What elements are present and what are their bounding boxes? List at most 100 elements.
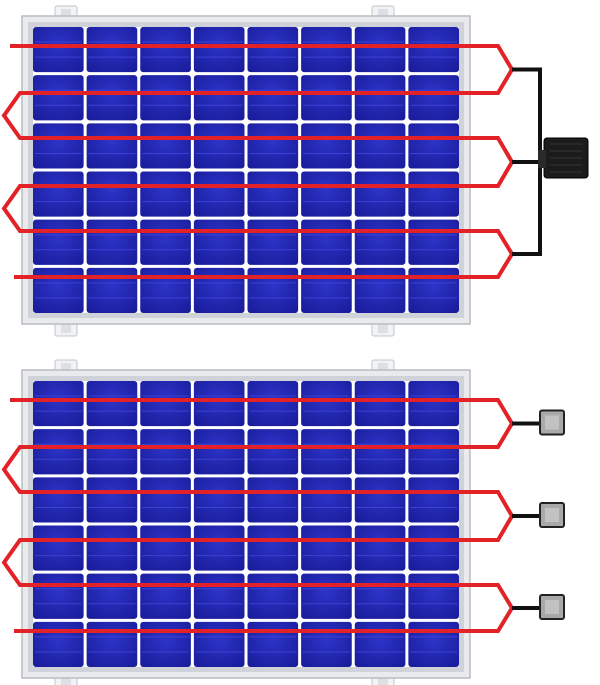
solar-cell xyxy=(193,525,245,571)
mounting-clip-slot xyxy=(61,363,71,375)
solar-cell xyxy=(301,267,352,313)
junction-box-connector xyxy=(538,150,546,168)
mounting-clip-slot xyxy=(378,321,388,333)
solar-cell xyxy=(33,621,84,667)
solar-cell xyxy=(140,621,191,667)
solar-cell xyxy=(33,477,84,523)
solar-cell xyxy=(33,123,84,169)
solar-cell xyxy=(408,75,459,121)
solar-cell xyxy=(247,621,299,667)
solar-cell xyxy=(140,573,191,619)
solar-cell xyxy=(193,27,245,73)
solar-cell xyxy=(247,477,299,523)
solar-cell xyxy=(247,27,299,73)
solar-cell xyxy=(301,123,352,169)
solar-cell xyxy=(193,573,245,619)
mounting-clip-slot xyxy=(378,363,388,375)
solar-cell xyxy=(86,621,138,667)
solar-cell xyxy=(301,525,352,571)
solar-cell xyxy=(140,525,191,571)
solar-cell xyxy=(354,27,406,73)
solar-cell xyxy=(408,219,459,265)
solar-cell xyxy=(86,75,138,121)
solar-cell xyxy=(301,429,352,475)
solar-cell xyxy=(193,381,245,427)
solar-cell xyxy=(140,429,191,475)
solar-cell xyxy=(33,27,84,73)
solar-cell xyxy=(408,525,459,571)
solar-cell xyxy=(86,171,138,217)
solar-cell xyxy=(247,75,299,121)
solar-cell xyxy=(301,621,352,667)
solar-cell xyxy=(193,621,245,667)
solar-cell xyxy=(408,573,459,619)
solar-cell xyxy=(408,171,459,217)
solar-cell xyxy=(86,123,138,169)
solar-cell xyxy=(33,381,84,427)
solar-cell xyxy=(247,123,299,169)
solar-panel-top xyxy=(1,5,589,337)
solar-cell xyxy=(193,267,245,313)
cell-grid xyxy=(33,381,459,667)
solar-cell xyxy=(193,429,245,475)
solar-panel-bottom xyxy=(1,359,565,685)
solar-cell xyxy=(33,525,84,571)
mounting-clip-slot xyxy=(61,9,71,21)
solar-cell xyxy=(247,171,299,217)
solar-cell xyxy=(33,171,84,217)
solar-cell xyxy=(247,267,299,313)
solar-cell xyxy=(301,27,352,73)
solar-cell xyxy=(86,429,138,475)
solar-cell xyxy=(140,267,191,313)
solar-cell xyxy=(354,219,406,265)
mounting-clip-slot xyxy=(378,9,388,21)
solar-cell xyxy=(354,573,406,619)
solar-cell xyxy=(86,381,138,427)
solar-cell xyxy=(408,123,459,169)
solar-cell xyxy=(193,123,245,169)
solar-cell xyxy=(354,123,406,169)
solar-cell xyxy=(33,573,84,619)
solar-cell xyxy=(247,429,299,475)
solar-cell xyxy=(354,75,406,121)
solar-cell xyxy=(408,267,459,313)
solar-cell xyxy=(247,381,299,427)
solar-cell xyxy=(247,573,299,619)
solar-cell xyxy=(408,621,459,667)
solar-cell xyxy=(301,381,352,427)
solar-cell xyxy=(140,27,191,73)
solar-cell xyxy=(140,477,191,523)
solar-cell xyxy=(408,27,459,73)
solar-cell xyxy=(408,381,459,427)
solar-cell xyxy=(301,171,352,217)
solar-cell xyxy=(354,267,406,313)
mounting-clip-slot xyxy=(61,321,71,333)
solar-cell xyxy=(86,267,138,313)
solar-cell xyxy=(33,429,84,475)
solar-cell xyxy=(86,573,138,619)
solar-cell xyxy=(86,27,138,73)
solar-cell xyxy=(247,525,299,571)
solar-cell xyxy=(193,219,245,265)
solar-cell xyxy=(33,219,84,265)
junction-box-face xyxy=(545,600,559,614)
solar-cell xyxy=(301,573,352,619)
solar-cell xyxy=(354,525,406,571)
solar-cell xyxy=(140,123,191,169)
solar-cell xyxy=(301,219,352,265)
solar-cell xyxy=(247,219,299,265)
mounting-clip-slot xyxy=(61,675,71,685)
solar-cell xyxy=(140,171,191,217)
mounting-clip-slot xyxy=(378,675,388,685)
solar-cell xyxy=(354,429,406,475)
solar-cell xyxy=(354,621,406,667)
solar-cell xyxy=(86,525,138,571)
solar-cell xyxy=(354,171,406,217)
solar-cell xyxy=(301,75,352,121)
junction-box-face xyxy=(545,415,559,430)
solar-cell xyxy=(140,75,191,121)
solar-cell xyxy=(86,219,138,265)
solar-cell xyxy=(354,381,406,427)
solar-cell xyxy=(193,171,245,217)
